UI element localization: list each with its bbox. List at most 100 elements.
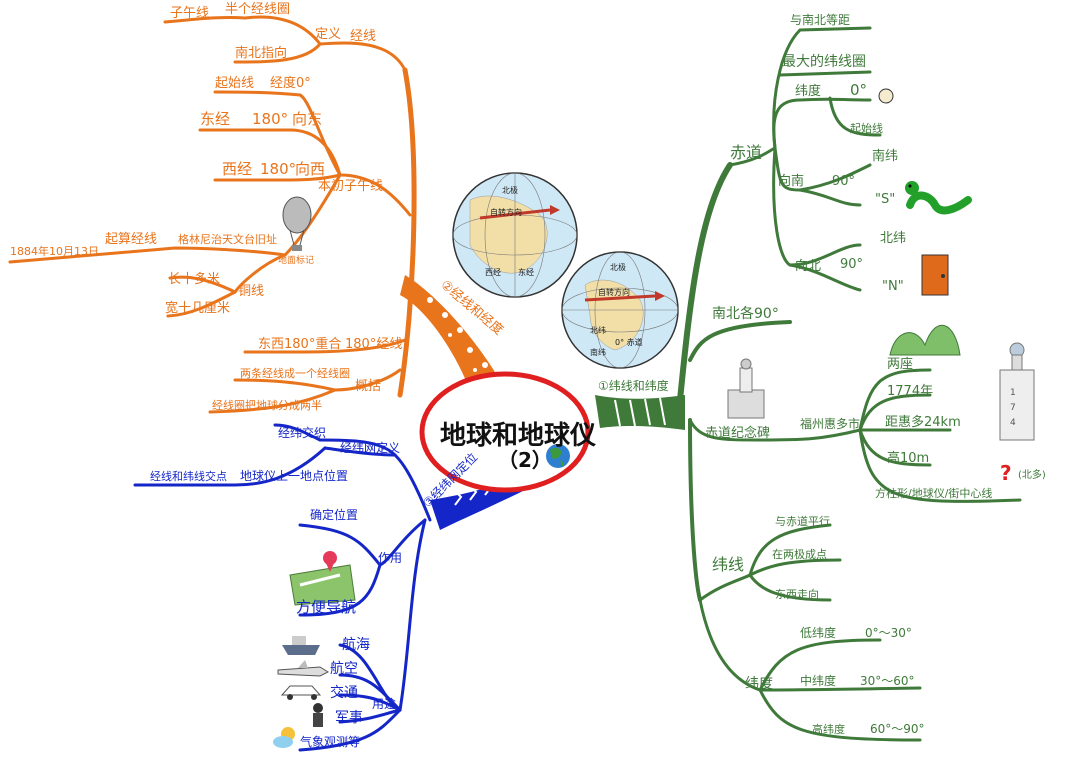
orange-e180: 东西180°重合	[258, 336, 341, 352]
green-north-lat: 北纬	[880, 231, 906, 246]
blue-use5: 气象观测等	[300, 734, 360, 749]
green-branch-label: ①纬线和纬度	[598, 378, 669, 393]
globe2-eq-label: 0° 赤道	[615, 337, 643, 347]
orange-greenwich: 格林尼治天文台旧址	[178, 232, 277, 246]
blue-use2: 航空	[330, 661, 358, 677]
green-w3: 东西走向	[775, 587, 819, 601]
orange-width: 宽十几厘米	[165, 300, 230, 316]
orange-line180: 180°经线	[345, 337, 402, 352]
orange-two-meridians: 两条经线成一个经线圈	[240, 366, 350, 380]
globe2-rot-label: 自转方向	[598, 287, 630, 297]
blue-locate: 确定位置	[310, 507, 358, 522]
green-dist: 距惠多24km	[885, 414, 961, 430]
orange-semicircle: 半个经线圈	[225, 2, 290, 17]
orange-meridian-alt: 子午线	[170, 6, 209, 21]
monument-tower-icon: 1 7 4	[999, 342, 1035, 441]
orange-longitude-0: 经度0°	[270, 75, 311, 91]
orange-branch-lines	[8, 15, 417, 414]
orange-start-meridian: 起算经线	[105, 232, 157, 247]
green-south-90: 90°	[832, 174, 855, 189]
orange-branch-wedge	[400, 275, 500, 390]
green-low: 低纬度	[800, 625, 836, 640]
orange-west-long: 西经	[222, 160, 252, 178]
snake-icon	[905, 181, 972, 215]
orange-wedge-dots	[427, 297, 488, 372]
green-lat: 纬度	[795, 83, 821, 99]
blue-intersection: 经线和纬线交点	[150, 469, 227, 483]
hills-icon	[889, 324, 961, 356]
green-equator: 赤道	[730, 143, 762, 162]
orange-east-180: 180°	[252, 110, 288, 128]
green-low-r: 0°～30°	[865, 626, 912, 640]
green-lat-0: 0°	[850, 81, 867, 99]
blue-interlace: 经纬交织	[278, 425, 326, 440]
globe-north-pole	[452, 172, 578, 298]
green-eq-2: 最大的纬线圈	[782, 54, 866, 70]
green-weidu: 纬度	[745, 676, 773, 692]
orange-east-dir: 向东	[292, 110, 322, 128]
green-n-mark: "N"	[882, 279, 904, 294]
green-ns90: 南北各90°	[712, 306, 779, 322]
green-monument: 赤道纪念碑	[705, 425, 770, 441]
blue-grid-def: 经纬网定义	[340, 440, 400, 455]
globe2-north-label: 北极	[610, 262, 626, 272]
green-north: 向北	[795, 258, 821, 274]
orange-copper: 铜线	[238, 284, 264, 299]
orange-west-180: 180°	[260, 160, 296, 178]
orange-start-line: 起始线	[215, 76, 254, 91]
green-city: 福州惠多市	[800, 416, 860, 431]
blue-earth-pos: 地球仪上一地点位置	[240, 468, 348, 483]
orange-north-south: 南北指向	[235, 45, 287, 61]
green-qmark: (北多)	[1018, 468, 1046, 481]
green-shape: 方柱形/地球仪/街中心线	[875, 486, 992, 500]
green-wedge-stripes	[614, 397, 666, 427]
green-start: 起始线	[850, 121, 883, 135]
blue-use1: 航海	[342, 637, 370, 653]
orange-west-dir: 向西	[295, 160, 325, 178]
blue-use4: 军事	[335, 710, 363, 726]
orange-prime-meridian: 本初子午线	[318, 179, 383, 194]
blue-use3: 交通	[330, 684, 358, 701]
green-south-lat: 南纬	[872, 148, 898, 164]
blue-uses: 用途	[372, 696, 396, 711]
green-mid-r: 30°～60°	[860, 674, 915, 688]
greenwich-balloon-icon	[282, 196, 312, 251]
globe1-rot-label: 自转方向	[490, 207, 522, 217]
globe1-west-label: 西经	[485, 267, 501, 277]
orange-east-long: 东经	[200, 110, 230, 128]
orange-meridian: 经线	[350, 29, 376, 44]
center-subtitle: （2）	[498, 448, 552, 472]
blue-nav: 方便导航	[296, 598, 356, 616]
earth-icon	[546, 444, 570, 468]
weather-icon	[273, 727, 295, 748]
green-w1: 与赤道平行	[775, 514, 830, 528]
door-icon	[921, 254, 949, 296]
green-high-r: 60°～90°	[870, 722, 925, 736]
svg-text:4: 4	[1010, 418, 1016, 428]
green-year: 1774年	[887, 384, 933, 399]
green-north-90: 90°	[840, 257, 863, 272]
orange-definition: 定义	[315, 27, 341, 42]
soldier-icon	[313, 703, 323, 727]
green-branch-lines	[677, 26, 1022, 742]
green-eq-1: 与南北等距	[790, 12, 850, 27]
green-south: 向南	[778, 173, 804, 189]
orange-summary: 概括	[355, 379, 381, 394]
green-branch-wedge	[595, 395, 685, 430]
green-high: 高纬度	[812, 722, 845, 736]
svg-text:1: 1	[1010, 388, 1016, 398]
orange-length: 长十多米	[168, 271, 220, 287]
green-two: 两座	[887, 357, 913, 372]
blue-role: 作用	[378, 551, 402, 565]
globe2-s-label: 南纬	[590, 347, 606, 357]
svg-text:7: 7	[1010, 403, 1016, 413]
monument-small-icon	[727, 358, 765, 419]
blue-branch-lines	[133, 423, 432, 752]
globe-equator	[561, 251, 679, 369]
orange-date: 1884年10月13日	[10, 244, 99, 258]
green-height: 高10m	[887, 450, 929, 466]
svg-text:?: ?	[1000, 461, 1012, 485]
globe1-north-label: 北极	[502, 185, 518, 195]
